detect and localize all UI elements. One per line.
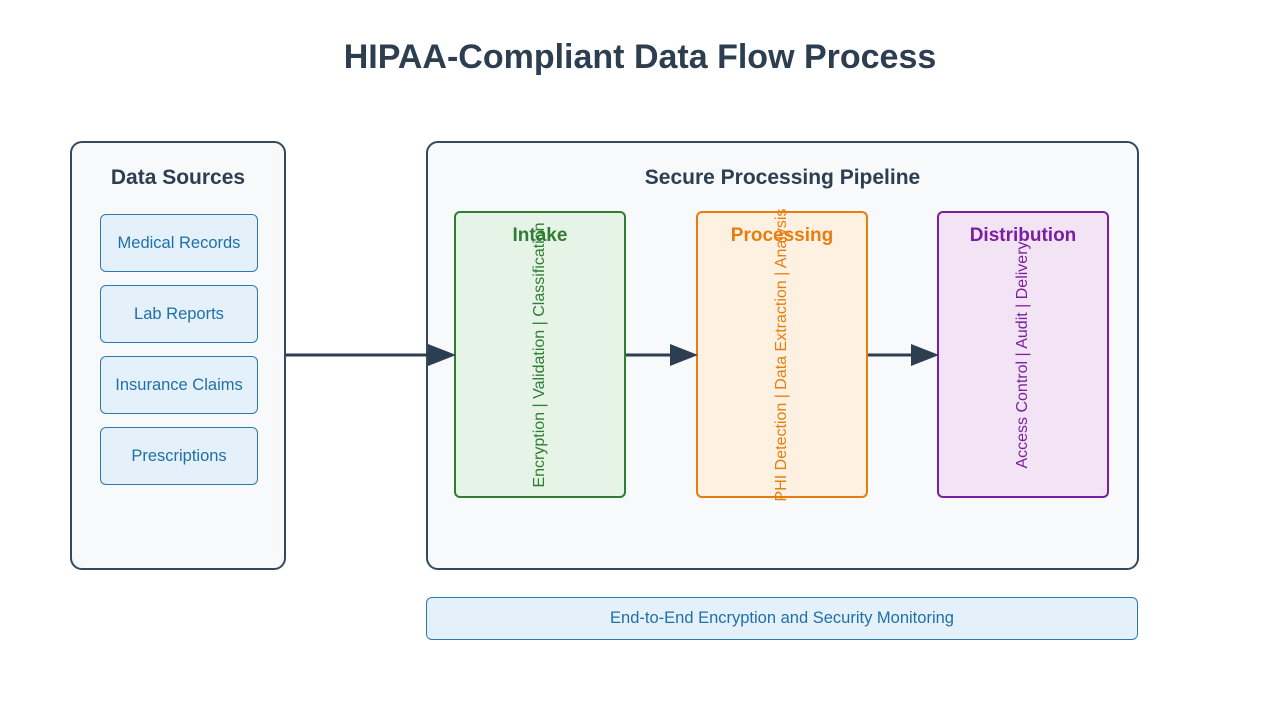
stage-processing-steps: PHI Detection | Data Extraction | Analys… <box>773 208 790 501</box>
stage-intake-steps: Encryption | Validation | Classification <box>531 221 548 488</box>
stage-distribution-steps: Access Control | Audit | Delivery <box>1014 240 1031 469</box>
stage-distribution-title: Distribution <box>969 225 1077 246</box>
stage-intake: Intake Encryption | Validation | Classif… <box>454 211 626 498</box>
source-lab-reports: Lab Reports <box>100 285 258 343</box>
source-insurance-claims: Insurance Claims <box>100 356 258 414</box>
stage-intake-title: Intake <box>512 225 568 246</box>
data-sources-title: Data Sources <box>110 166 246 189</box>
stage-distribution: Distribution Access Control | Audit | De… <box>937 211 1109 498</box>
pipeline-title: Secure Processing Pipeline <box>644 166 921 189</box>
stage-processing-title: Processing <box>730 225 834 246</box>
stage-processing: Processing PHI Detection | Data Extracti… <box>696 208 868 501</box>
source-medical-records: Medical Records <box>100 214 258 272</box>
diagram-title: HIPAA-Compliant Data Flow Process <box>343 38 937 76</box>
source-prescriptions: Prescriptions <box>100 427 258 485</box>
security-monitoring-bar: End-to-End Encryption and Security Monit… <box>426 597 1138 640</box>
data-sources-panel: Data Sources Medical Records Lab Reports… <box>70 141 286 570</box>
